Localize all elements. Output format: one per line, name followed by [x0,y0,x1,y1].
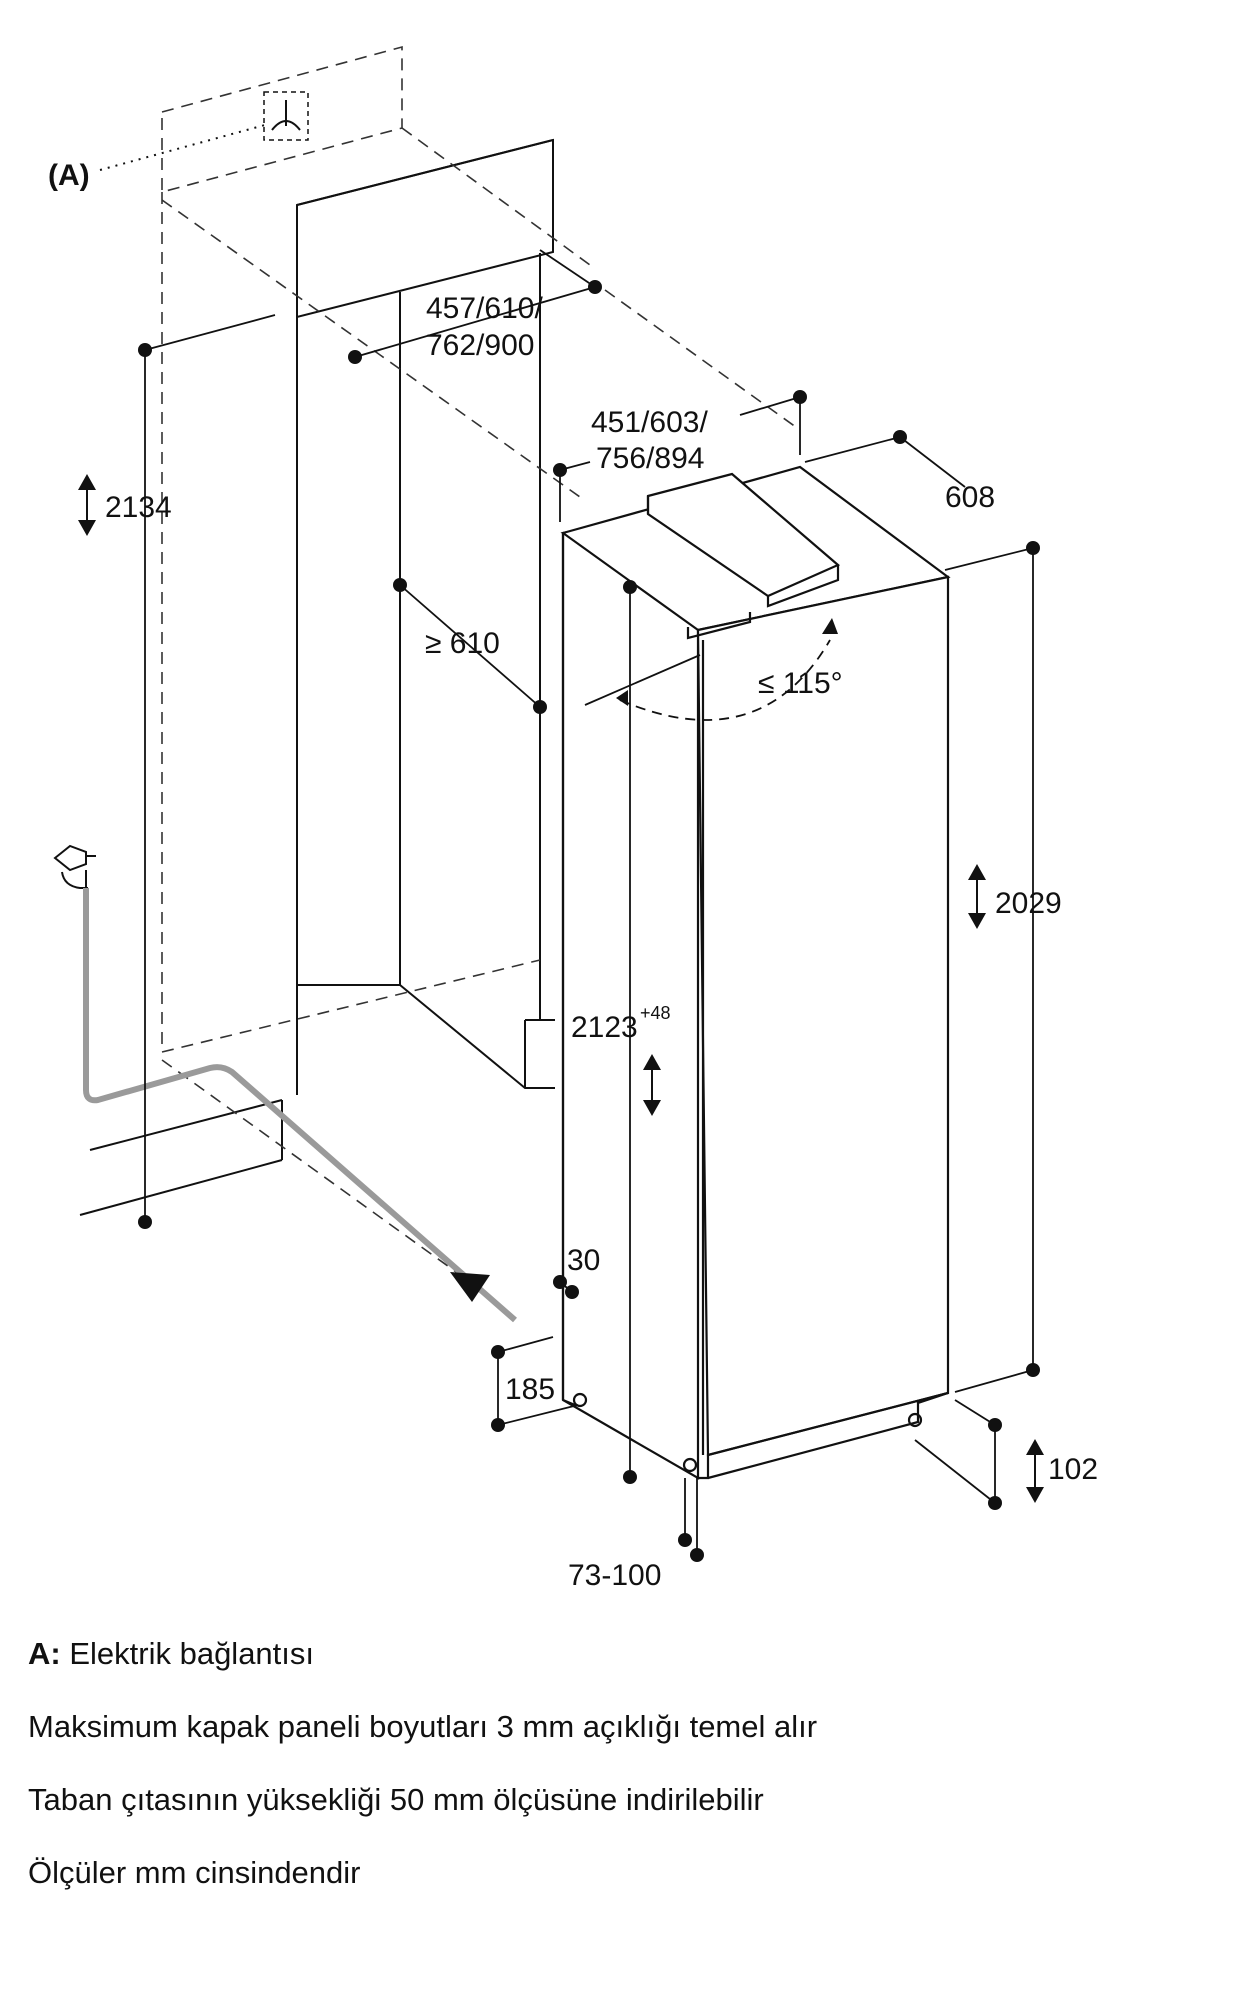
dim-side-gap: 30 [567,1244,600,1277]
dim-device-height: 2029 [995,887,1062,920]
installation-diagram: (A) 457/610/ 762/900 451/603/ 756/894 60… [48,45,1098,1592]
note-door-panel: Maksimum kapak paneli boyutları 3 mm açı… [28,1709,818,1744]
dim-niche-width-1: 457/610/ [426,292,543,325]
dim-plinth-offset: 73-100 [568,1559,661,1592]
dim-niche-height: 2134 [105,491,172,524]
dim-device-depth: 608 [945,481,995,514]
dim-device-width-2: 756/894 [596,442,704,475]
dimension-lines [144,249,1034,1550]
double-arrow-icon [78,474,1044,1503]
dim-install-height: 2123 [571,1011,638,1044]
note-a-text: Elektrik bağlantısı [69,1636,315,1671]
note-a: A: Elektrik bağlantısı [28,1636,1228,1672]
dim-plinth-height: 102 [1048,1453,1098,1486]
dim-install-tolerance: +48 [640,1003,671,1023]
note-units: Ölçüler mm cinsindendir [28,1855,361,1890]
dim-min-depth: ≥ 610 [425,627,500,660]
label-a-leader [99,124,266,171]
appliance [560,465,951,1480]
label-a: (A) [48,159,90,192]
door-swing-arc [584,618,838,721]
dim-device-width-1: 451/603/ [591,406,708,439]
dim-plinth-depth: 185 [505,1373,555,1406]
note-a-key: A: [28,1636,61,1671]
dashed-guides [161,45,801,1301]
drain-arrow-icon [450,1272,490,1302]
water-hose [83,888,517,1323]
dim-door-angle: ≤ 115° [758,667,843,700]
niche-outline [79,138,555,1216]
electric-socket-icon [263,91,309,141]
notes: A: Elektrik bağlantısı Maksimum kapak pa… [28,1636,1228,1928]
dimension-points [138,280,1040,1562]
dim-niche-width-2: 762/900 [426,329,534,362]
note-plinth: Taban çıtasının yüksekliği 50 mm ölçüsün… [28,1782,764,1817]
water-tap-icon [53,844,96,889]
